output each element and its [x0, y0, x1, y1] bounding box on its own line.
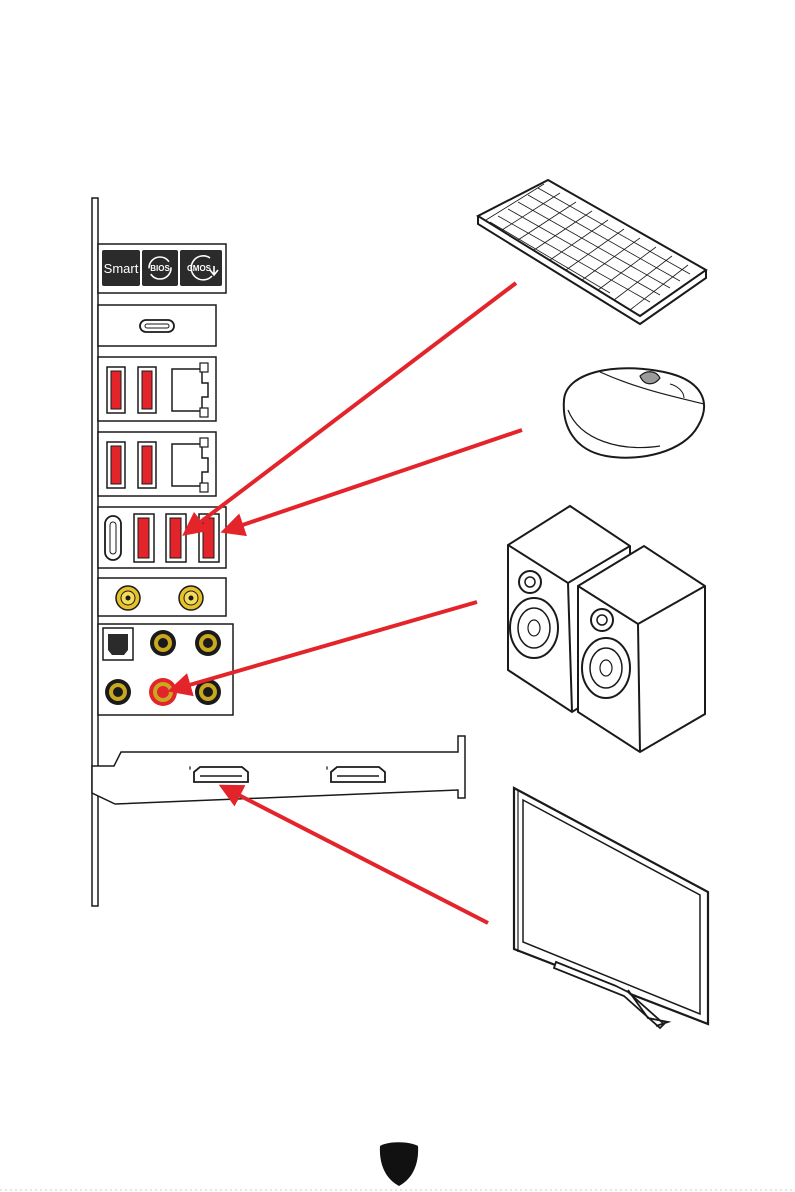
hdmi-port[interactable]	[326, 766, 385, 782]
bios-flashback-button[interactable]: BIOS	[142, 250, 178, 286]
lan-port[interactable]	[172, 369, 208, 411]
smart-button-label: Smart	[104, 261, 139, 276]
keyboard-arrow	[186, 283, 516, 533]
mouse-icon	[564, 368, 704, 457]
audio-jack[interactable]	[195, 630, 221, 656]
usb-a-port[interactable]	[138, 518, 149, 558]
graphics-card-bracket	[92, 736, 465, 804]
lan-port[interactable]	[172, 444, 208, 486]
mouse-arrow	[225, 430, 522, 531]
speakers-icon	[508, 506, 705, 752]
brand-shield-icon	[380, 1142, 418, 1186]
monitor-icon	[514, 788, 708, 1028]
usb-a-port[interactable]	[142, 371, 152, 409]
smart-button[interactable]: Smart	[102, 250, 140, 286]
bios-label: BIOS	[150, 264, 170, 273]
cmos-label: CMOS	[187, 264, 212, 273]
audio-jack-line-out[interactable]	[149, 678, 177, 706]
audio-jack[interactable]	[105, 679, 131, 705]
usb-c-port[interactable]	[105, 516, 121, 560]
hdmi-port[interactable]	[189, 766, 248, 782]
audio-jack[interactable]	[150, 630, 176, 656]
usb-a-port[interactable]	[111, 446, 121, 484]
antenna-block	[98, 578, 226, 616]
clear-cmos-button[interactable]: CMOS	[180, 250, 222, 286]
audio-block	[98, 624, 233, 715]
usb-a-port-keyboard[interactable]	[170, 518, 181, 558]
usb-a-port[interactable]	[111, 371, 121, 409]
monitor-arrow	[223, 787, 488, 923]
usb-a-port[interactable]	[142, 446, 152, 484]
usb-c-block	[98, 305, 216, 346]
keyboard-icon	[478, 180, 706, 324]
usb-lan-block-2	[98, 432, 216, 496]
optical-spdif-port[interactable]	[108, 634, 128, 655]
usb-a-port-mouse[interactable]	[203, 518, 214, 558]
usb-lan-block-1	[98, 357, 216, 421]
button-panel: Smart BIOS CMOS	[98, 244, 226, 293]
